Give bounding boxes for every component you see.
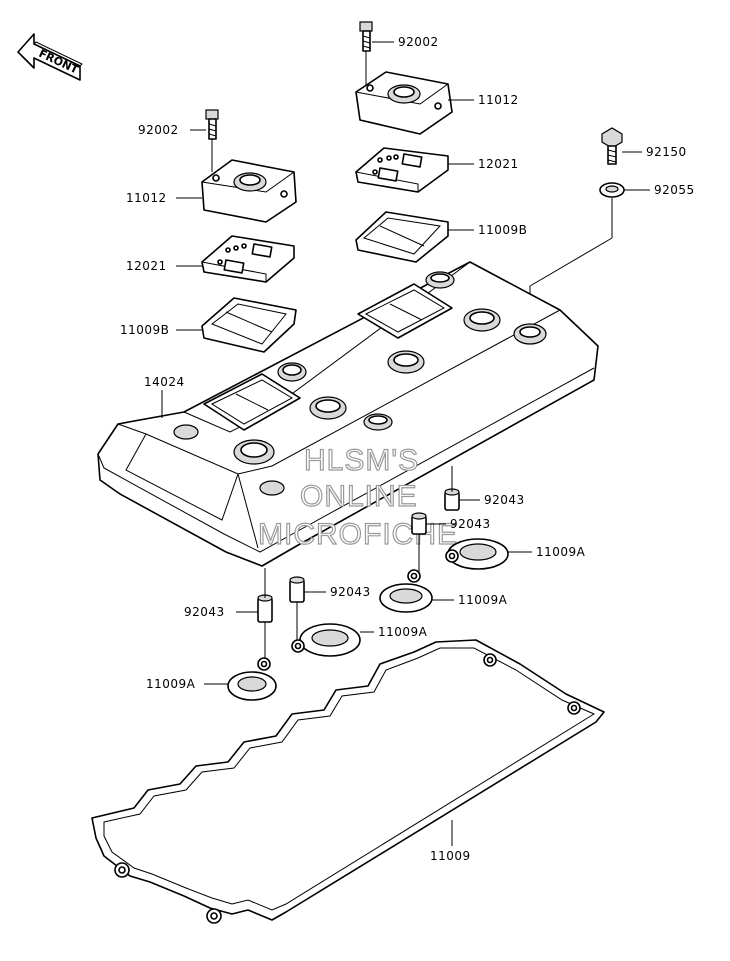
leader-lines	[161, 41, 650, 685]
label-92002-left: 92002	[138, 123, 179, 137]
gasket-11009b-left	[201, 297, 297, 353]
dowel-92043-right-1	[444, 466, 460, 511]
label-11009b-top-right: 11009B	[478, 223, 527, 237]
plate-12021-top-right	[355, 147, 449, 193]
watermark: HLSM'S ONLINE MICROFICHE	[257, 443, 458, 551]
label-11009a-left-2: 11009A	[146, 677, 196, 691]
label-92043-right-1: 92043	[484, 493, 525, 507]
label-11012-left: 11012	[126, 191, 167, 205]
label-92055: 92055	[654, 183, 695, 197]
label-92002-top-right: 92002	[398, 35, 439, 49]
oring-11009a-right-2	[379, 569, 433, 613]
label-11009b-left: 11009B	[120, 323, 169, 337]
watermark-line-1: HLSM'S	[304, 444, 419, 477]
dowel-92043-left-2	[257, 568, 273, 662]
cap-11012-left	[201, 159, 297, 223]
label-12021-top-right: 12021	[478, 157, 519, 171]
oring-11009a-left-2	[227, 657, 277, 701]
dowel-92043-left-1	[289, 576, 305, 642]
bolt-92002-top-right	[359, 21, 373, 86]
gasket-11009b-top-right	[355, 211, 449, 263]
label-12021-left: 12021	[126, 259, 167, 273]
bolt-92002-left	[205, 109, 219, 172]
label-92043-left-2: 92043	[184, 605, 225, 619]
washer-92055	[529, 182, 625, 322]
dowel-92043-right-2	[411, 512, 427, 572]
watermark-line-3: MICROFICHE	[258, 518, 458, 551]
cylinder-head-cover-14024	[97, 261, 599, 567]
label-92043-left-1: 92043	[330, 585, 371, 599]
label-11009a-right-2: 11009A	[458, 593, 508, 607]
label-11009a-right-1: 11009A	[536, 545, 586, 559]
part-labels: 92002 11012 12021 11009B 92002 11012 120…	[120, 35, 695, 863]
label-92150: 92150	[646, 145, 687, 159]
label-14024: 14024	[144, 375, 185, 389]
label-11012-top-right: 11012	[478, 93, 519, 107]
oring-11009a-left-1	[291, 623, 361, 657]
cap-11012-top-right	[355, 71, 453, 135]
front-arrow-icon: FRONT	[17, 33, 83, 81]
label-92043-right-2: 92043	[450, 517, 491, 531]
label-11009a-left-1: 11009A	[378, 625, 428, 639]
bolt-92150	[601, 127, 623, 165]
label-11009: 11009	[430, 849, 471, 863]
oring-11009a-right-1	[445, 538, 509, 570]
plate-12021-left	[201, 235, 295, 283]
watermark-line-2: ONLINE	[300, 480, 418, 513]
main-gasket-11009	[91, 639, 605, 924]
